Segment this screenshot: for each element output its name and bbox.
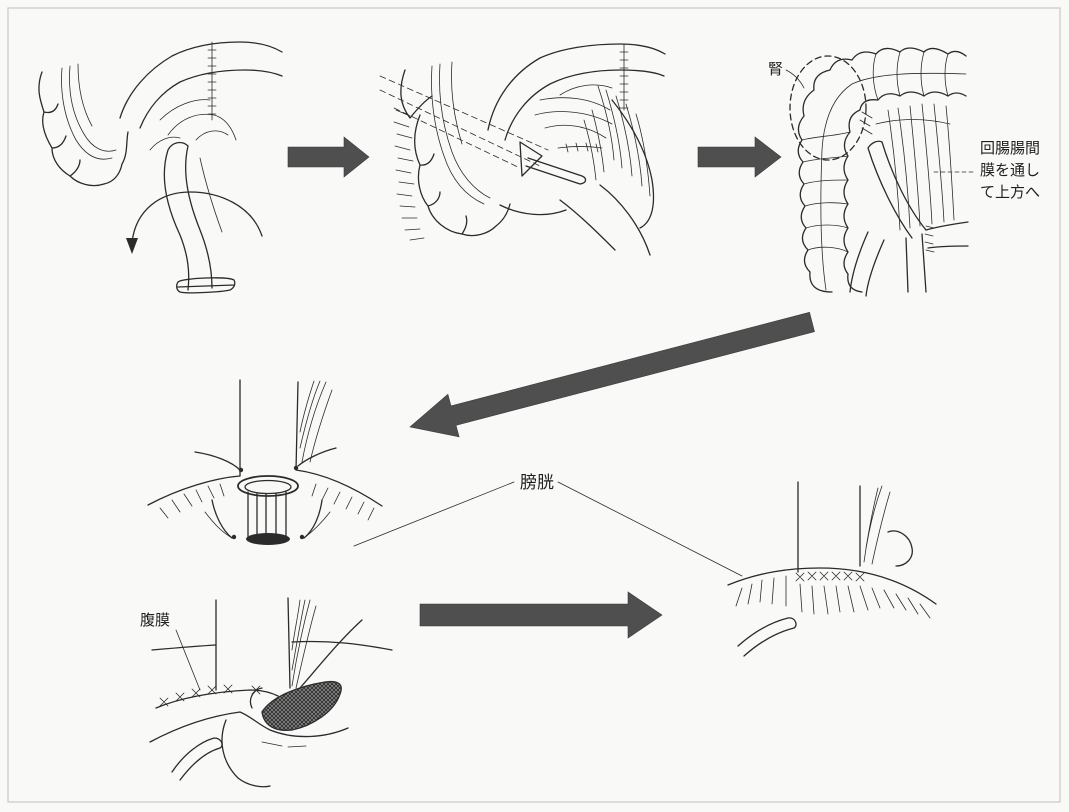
panel-4-bladder-ring: [148, 380, 382, 545]
conduit-hatching: [292, 600, 316, 688]
anastomosis-stitches: [796, 572, 864, 581]
stoma-ring-inner: [245, 481, 291, 494]
panel-3-colon-frame: 腎 回腸腸間 膜を通し て上方へ: [768, 48, 1040, 296]
bladder-opening-edges: [212, 500, 322, 538]
colon-outer-outline: [798, 48, 966, 292]
colon-taenia: [821, 73, 966, 290]
bladder-leader-right: [558, 482, 742, 576]
bladder-label-group: 膀胱: [354, 473, 742, 576]
transverse-colon-arc: [120, 42, 282, 128]
peritoneum-suture-row: [156, 690, 278, 708]
colon-outline: [401, 70, 510, 236]
step-arrow-1: [288, 137, 369, 177]
retroperitoneum-outline: [500, 100, 654, 255]
bladder-wall-hatching: [160, 484, 374, 538]
step-arrow-3: [420, 592, 662, 638]
conduit-walls: [240, 380, 298, 476]
stay-suture-dot: [294, 466, 298, 470]
peritoneum-label-leader: [176, 630, 200, 690]
incision-dashed-lines: [380, 76, 548, 168]
panel-2-mesentery-dissection: [380, 44, 665, 255]
bladder-fold-dashes: [262, 742, 306, 747]
conduit-hatching: [864, 486, 890, 564]
panel-6-completed-anastomosis: [728, 482, 936, 656]
rotation-arrow-arc: [132, 192, 262, 242]
transverse-colon-arc: [488, 44, 665, 140]
tissue-curl: [888, 531, 912, 566]
bladder-dome: [728, 568, 936, 604]
ureter-tube: [738, 618, 796, 656]
colon-taenia-lines: [62, 64, 116, 159]
kidney-outline-dashed: [790, 56, 866, 160]
tissue-lines: [152, 620, 392, 688]
ureter-tube: [172, 738, 222, 780]
ileal-loop: [850, 141, 926, 296]
kidney-label-leader: [786, 70, 804, 88]
stay-suture-dot: [232, 535, 236, 539]
rotation-arrowhead: [126, 238, 138, 254]
opened-bladder-mucosa: [262, 682, 341, 731]
step-arrow-diagonal: [410, 312, 815, 437]
mesentery-suture: [558, 143, 602, 152]
kidney-label: 腎: [768, 60, 783, 78]
panel-5-peritoneum-closure: 腹膜: [140, 598, 392, 787]
bladder-wall-hatching: [736, 576, 930, 618]
panel-1-colon-mobilization: [39, 42, 282, 293]
peritoneum-texture: [535, 85, 650, 196]
conduit-walls: [216, 598, 290, 690]
stay-suture-dot: [300, 535, 304, 539]
tissue-edge-hatching: [394, 110, 424, 240]
mesentery-label-line-1: 回腸腸間: [980, 139, 1040, 157]
stay-suture-dot: [239, 468, 243, 472]
mesentery-label-line-3: て上方へ: [980, 183, 1040, 201]
colon-taenia-lines: [432, 62, 491, 204]
ileum-tube: [164, 143, 212, 290]
bladder-leader-left: [354, 482, 514, 546]
colon-haustra: [802, 52, 948, 252]
conduit-walls: [798, 482, 860, 572]
conduit-hatching: [300, 381, 332, 462]
colon-suture-line: [620, 44, 628, 110]
mesentery-label-line-2: 膜を通し: [980, 161, 1040, 179]
surgical-instrument: [526, 158, 586, 184]
bowel-clamp: [177, 278, 235, 293]
conduit-tube: [906, 222, 968, 292]
step-arrow-2: [698, 137, 781, 177]
colon-suture-line: [208, 42, 216, 120]
bladder-label: 膀胱: [520, 473, 554, 493]
ascending-colon-outline: [39, 72, 128, 186]
suture-stitches: [160, 685, 260, 706]
peritoneum-label: 腹膜: [140, 611, 170, 629]
stoma-ring-bottom: [246, 533, 290, 545]
bladder-dome: [148, 448, 382, 506]
